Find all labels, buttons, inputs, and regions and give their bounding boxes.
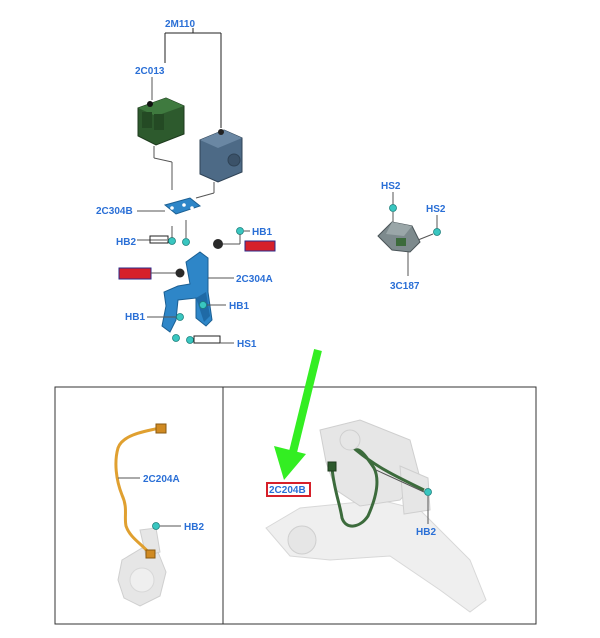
bracket-plate-2c304b [163,197,202,215]
clip-hs2-top [389,204,397,212]
clip-hs2-right [433,228,441,236]
clip-hb1-mid [199,301,207,309]
label-2c304b: 2C304B [96,206,133,217]
group-leader-2m110 [164,28,222,128]
clip-hb1-left [176,313,184,321]
clip-hb2-upper [168,237,176,245]
label-hb2-left-panel: HB2 [184,522,204,533]
label-2c204a: 2C204A [143,474,180,485]
green-arrow-icon [274,349,322,480]
label-hs2-right: HS2 [426,204,446,215]
label-hb1-left: HB1 [125,312,145,323]
abs-module-slate [199,129,243,183]
nut-left [175,268,185,278]
sensor-bracket-3c187 [377,221,421,253]
left-panel-knuckle-ghost [117,527,167,607]
clip-hs1-a [172,334,180,342]
abs-module-green [137,97,185,146]
nut-right [213,239,223,249]
label-2m110: 2M110 [165,19,195,30]
clip-hb1-right [236,227,244,235]
label-hs1: HS1 [237,339,257,350]
label-2c304a: 2C304A [236,274,273,285]
label-hb2-upper: HB2 [116,237,136,248]
clip-hb2-left-panel [152,522,160,530]
label-2c013: 2C013 [135,66,165,77]
harness-2c204a [114,423,167,559]
clip-hs1-b [186,336,194,344]
clip-hb2-upper-2 [182,238,190,246]
label-hb1-mid: HB1 [229,301,249,312]
clip-hb2-right-panel [424,488,432,496]
label-3c187: 3C187 [390,281,420,292]
label-hb2-right-panel: HB2 [416,527,436,538]
label-hs2-top: HS2 [381,181,401,192]
highlight-box-2c204b [266,482,311,497]
label-hb1-right: HB1 [252,227,272,238]
harness-2c204b [327,448,425,528]
redacted-label-left [118,267,152,280]
bracket-main-2c304a [161,251,213,333]
label-2c204b: 2C204B [269,485,306,496]
redacted-label-right [244,240,276,252]
